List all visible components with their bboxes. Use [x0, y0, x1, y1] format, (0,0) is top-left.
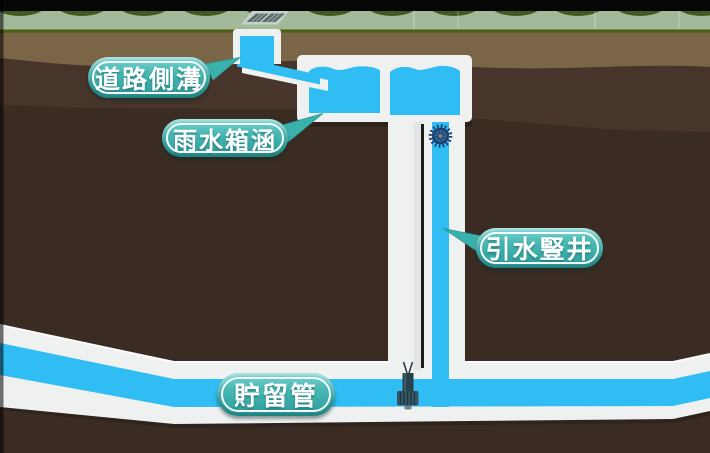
letterbox-top — [0, 0, 710, 11]
label-storage-pipe-text: 貯留管 — [233, 381, 318, 411]
storm-grate-icon — [241, 11, 289, 25]
diversion-shaft — [388, 112, 465, 407]
label-road-gutter-text: 道路側溝 — [94, 65, 203, 94]
pump-riser-line — [421, 124, 424, 368]
label-box-culvert: 雨水箱涵 — [162, 119, 288, 157]
bush-scallops — [0, 11, 710, 29]
box-culvert-water-left — [309, 66, 380, 113]
label-diversion-shaft-text: 引水豎井 — [485, 236, 594, 264]
road-gutter-inlet — [233, 29, 281, 65]
submersible-pump-icon — [397, 361, 419, 410]
label-storage-pipe: 貯留管 — [217, 373, 335, 416]
label-road-gutter: 道路側溝 — [88, 57, 210, 98]
label-diversion-shaft: 引水豎井 — [476, 228, 603, 268]
label-tails — [204, 56, 482, 255]
shaft-water-column — [432, 112, 449, 407]
label-box-culvert-text: 雨水箱涵 — [173, 127, 277, 155]
ground-surface — [0, 11, 710, 33]
left-edge-vignette — [0, 0, 4, 453]
box-culvert — [297, 55, 472, 122]
storage-pipe-water — [0, 343, 710, 407]
turbine-icon — [428, 124, 453, 148]
box-culvert-water-right — [390, 65, 460, 115]
